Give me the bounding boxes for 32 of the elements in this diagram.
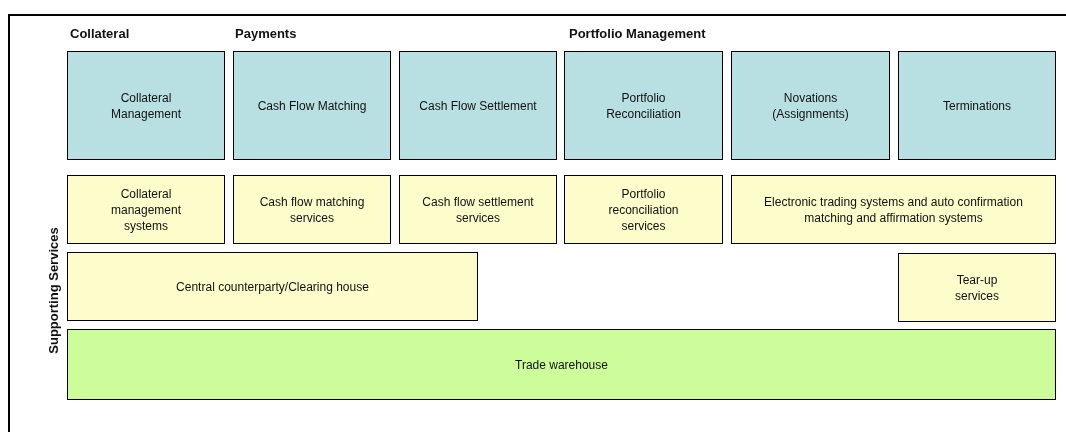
box-label: Central counterparty/Clearing house (176, 278, 369, 295)
service-box (731, 175, 1056, 244)
box-label: Novations (Assignments) (771, 89, 850, 122)
box-label: Portfolio reconciliation services (607, 185, 680, 234)
function-box (399, 51, 557, 160)
side-heading: Supporting Services (45, 226, 61, 354)
function-box (564, 51, 723, 160)
column-heading: Collateral (70, 26, 130, 41)
function-box (67, 51, 225, 160)
column-heading: Payments (235, 26, 297, 41)
box-label: Cash Flow Settlement (419, 97, 537, 114)
box-label: Collateral management systems (109, 185, 182, 234)
service-box (233, 175, 391, 244)
service-box (898, 253, 1056, 322)
box-label: Tear-up services (954, 271, 1000, 304)
box-label: Terminations (943, 97, 1011, 114)
function-box (898, 51, 1056, 160)
box-label: Portfolio Reconciliation (605, 89, 682, 122)
service-box (564, 175, 723, 244)
box-label: Cash flow matching services (258, 193, 366, 226)
box-label: Trade warehouse (515, 356, 608, 373)
box-label: Cash Flow Matching (257, 97, 367, 114)
warehouse-bar (67, 329, 1056, 400)
function-box (233, 51, 391, 160)
box-label: Cash flow settlement services (421, 193, 535, 226)
box-label: Collateral Management (109, 89, 182, 122)
service-box (67, 175, 225, 244)
box-label: Electronic trading systems and auto confirmation matching and affirmation systems (763, 193, 1024, 226)
service-box (67, 252, 478, 321)
column-heading: Portfolio Management (569, 26, 706, 41)
function-box (731, 51, 890, 160)
service-box (399, 175, 557, 244)
